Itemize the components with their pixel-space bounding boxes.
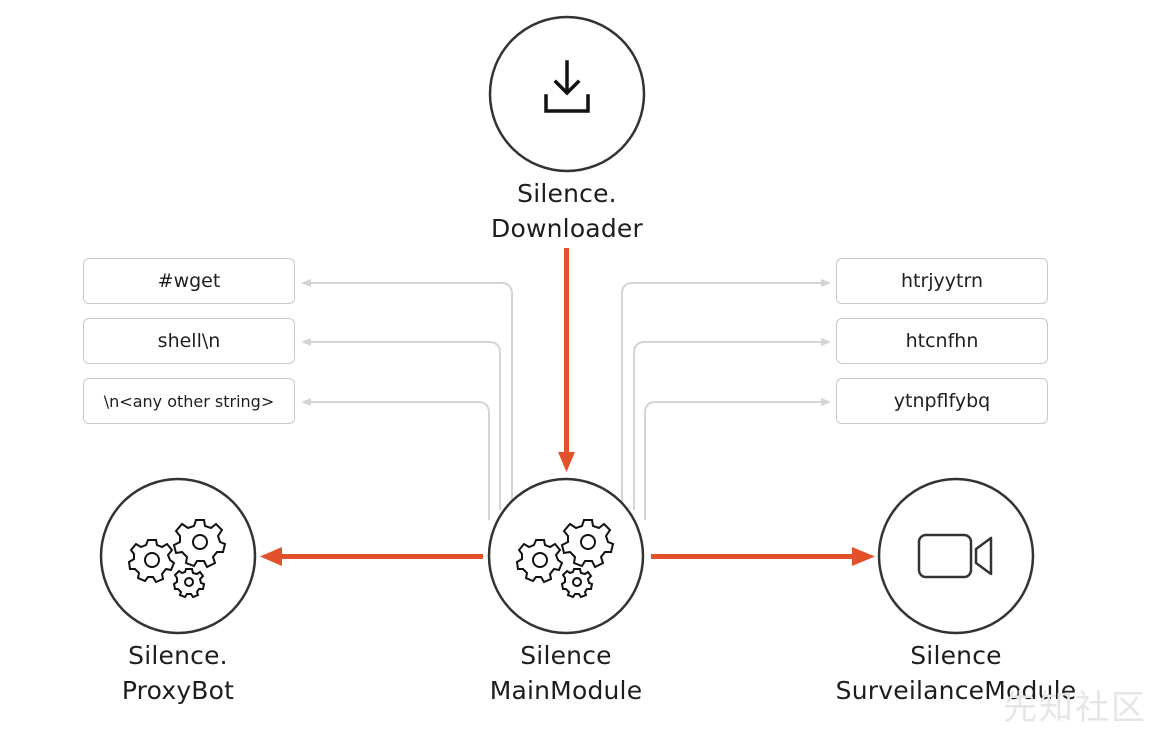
left-connectors bbox=[305, 282, 513, 520]
arrowhead-htcnfhn bbox=[821, 338, 831, 346]
connector-ytnpflfybq bbox=[644, 401, 826, 520]
surveillance-label-line2: SurveilanceModule bbox=[835, 676, 1077, 705]
arrowhead-ytnpflfybq bbox=[821, 398, 831, 406]
command-shell: shell\n bbox=[83, 318, 295, 364]
watermark: 先知社区 bbox=[1003, 688, 1147, 728]
arrow-right-shaft bbox=[651, 554, 856, 559]
command-htrjyytrn: htrjyytrn bbox=[836, 258, 1048, 304]
arrowhead-shell bbox=[301, 338, 311, 346]
right-connector-heads bbox=[821, 279, 831, 406]
proxybot-label-line2: ProxyBot bbox=[121, 676, 235, 705]
arrow-down-shaft bbox=[564, 248, 569, 454]
flow-arrows bbox=[260, 248, 875, 566]
surveillance-label: Silence SurveilanceModule bbox=[806, 638, 1106, 708]
proxybot-gears-icon bbox=[127, 519, 227, 599]
main-module-label-line2: MainModule bbox=[489, 676, 643, 705]
connector-shell bbox=[305, 341, 501, 510]
downloader-label-line1: Silence. bbox=[517, 179, 617, 208]
connector-htrjyytrn bbox=[621, 282, 826, 505]
connector-htcnfhn bbox=[633, 341, 826, 510]
video-camera-icon bbox=[917, 533, 993, 579]
command-any-string: \n<any other string> bbox=[83, 378, 295, 424]
main-module-circle bbox=[487, 477, 645, 635]
command-htcnfhn: htcnfhn bbox=[836, 318, 1048, 364]
download-icon bbox=[544, 60, 590, 113]
arrow-right-head bbox=[852, 547, 875, 566]
surveillance-circle bbox=[877, 477, 1035, 635]
arrowhead-any-string bbox=[301, 398, 311, 406]
connector-any-string bbox=[305, 401, 490, 520]
main-module-label-line1: Silence bbox=[520, 641, 612, 670]
surveillance-label-line1: Silence bbox=[910, 641, 1002, 670]
arrowhead-wget bbox=[301, 279, 311, 287]
proxybot-label-line1: Silence. bbox=[128, 641, 228, 670]
main-module-label: Silence MainModule bbox=[436, 638, 696, 708]
connector-wget bbox=[305, 282, 513, 505]
arrow-down-head bbox=[558, 452, 575, 472]
arrowhead-htrjyytrn bbox=[821, 279, 831, 287]
downloader-label-line2: Downloader bbox=[491, 214, 643, 243]
command-ytnpflfybq: ytnpflfybq bbox=[836, 378, 1048, 424]
gears-icon bbox=[515, 519, 615, 599]
proxybot-circle bbox=[99, 477, 257, 635]
left-connector-heads bbox=[301, 279, 311, 406]
right-connectors bbox=[621, 282, 826, 520]
command-wget: #wget bbox=[83, 258, 295, 304]
proxybot-label: Silence. ProxyBot bbox=[48, 638, 308, 708]
downloader-label: Silence. Downloader bbox=[437, 176, 697, 246]
arrow-left-shaft bbox=[278, 554, 483, 559]
arrow-left-head bbox=[260, 547, 282, 566]
